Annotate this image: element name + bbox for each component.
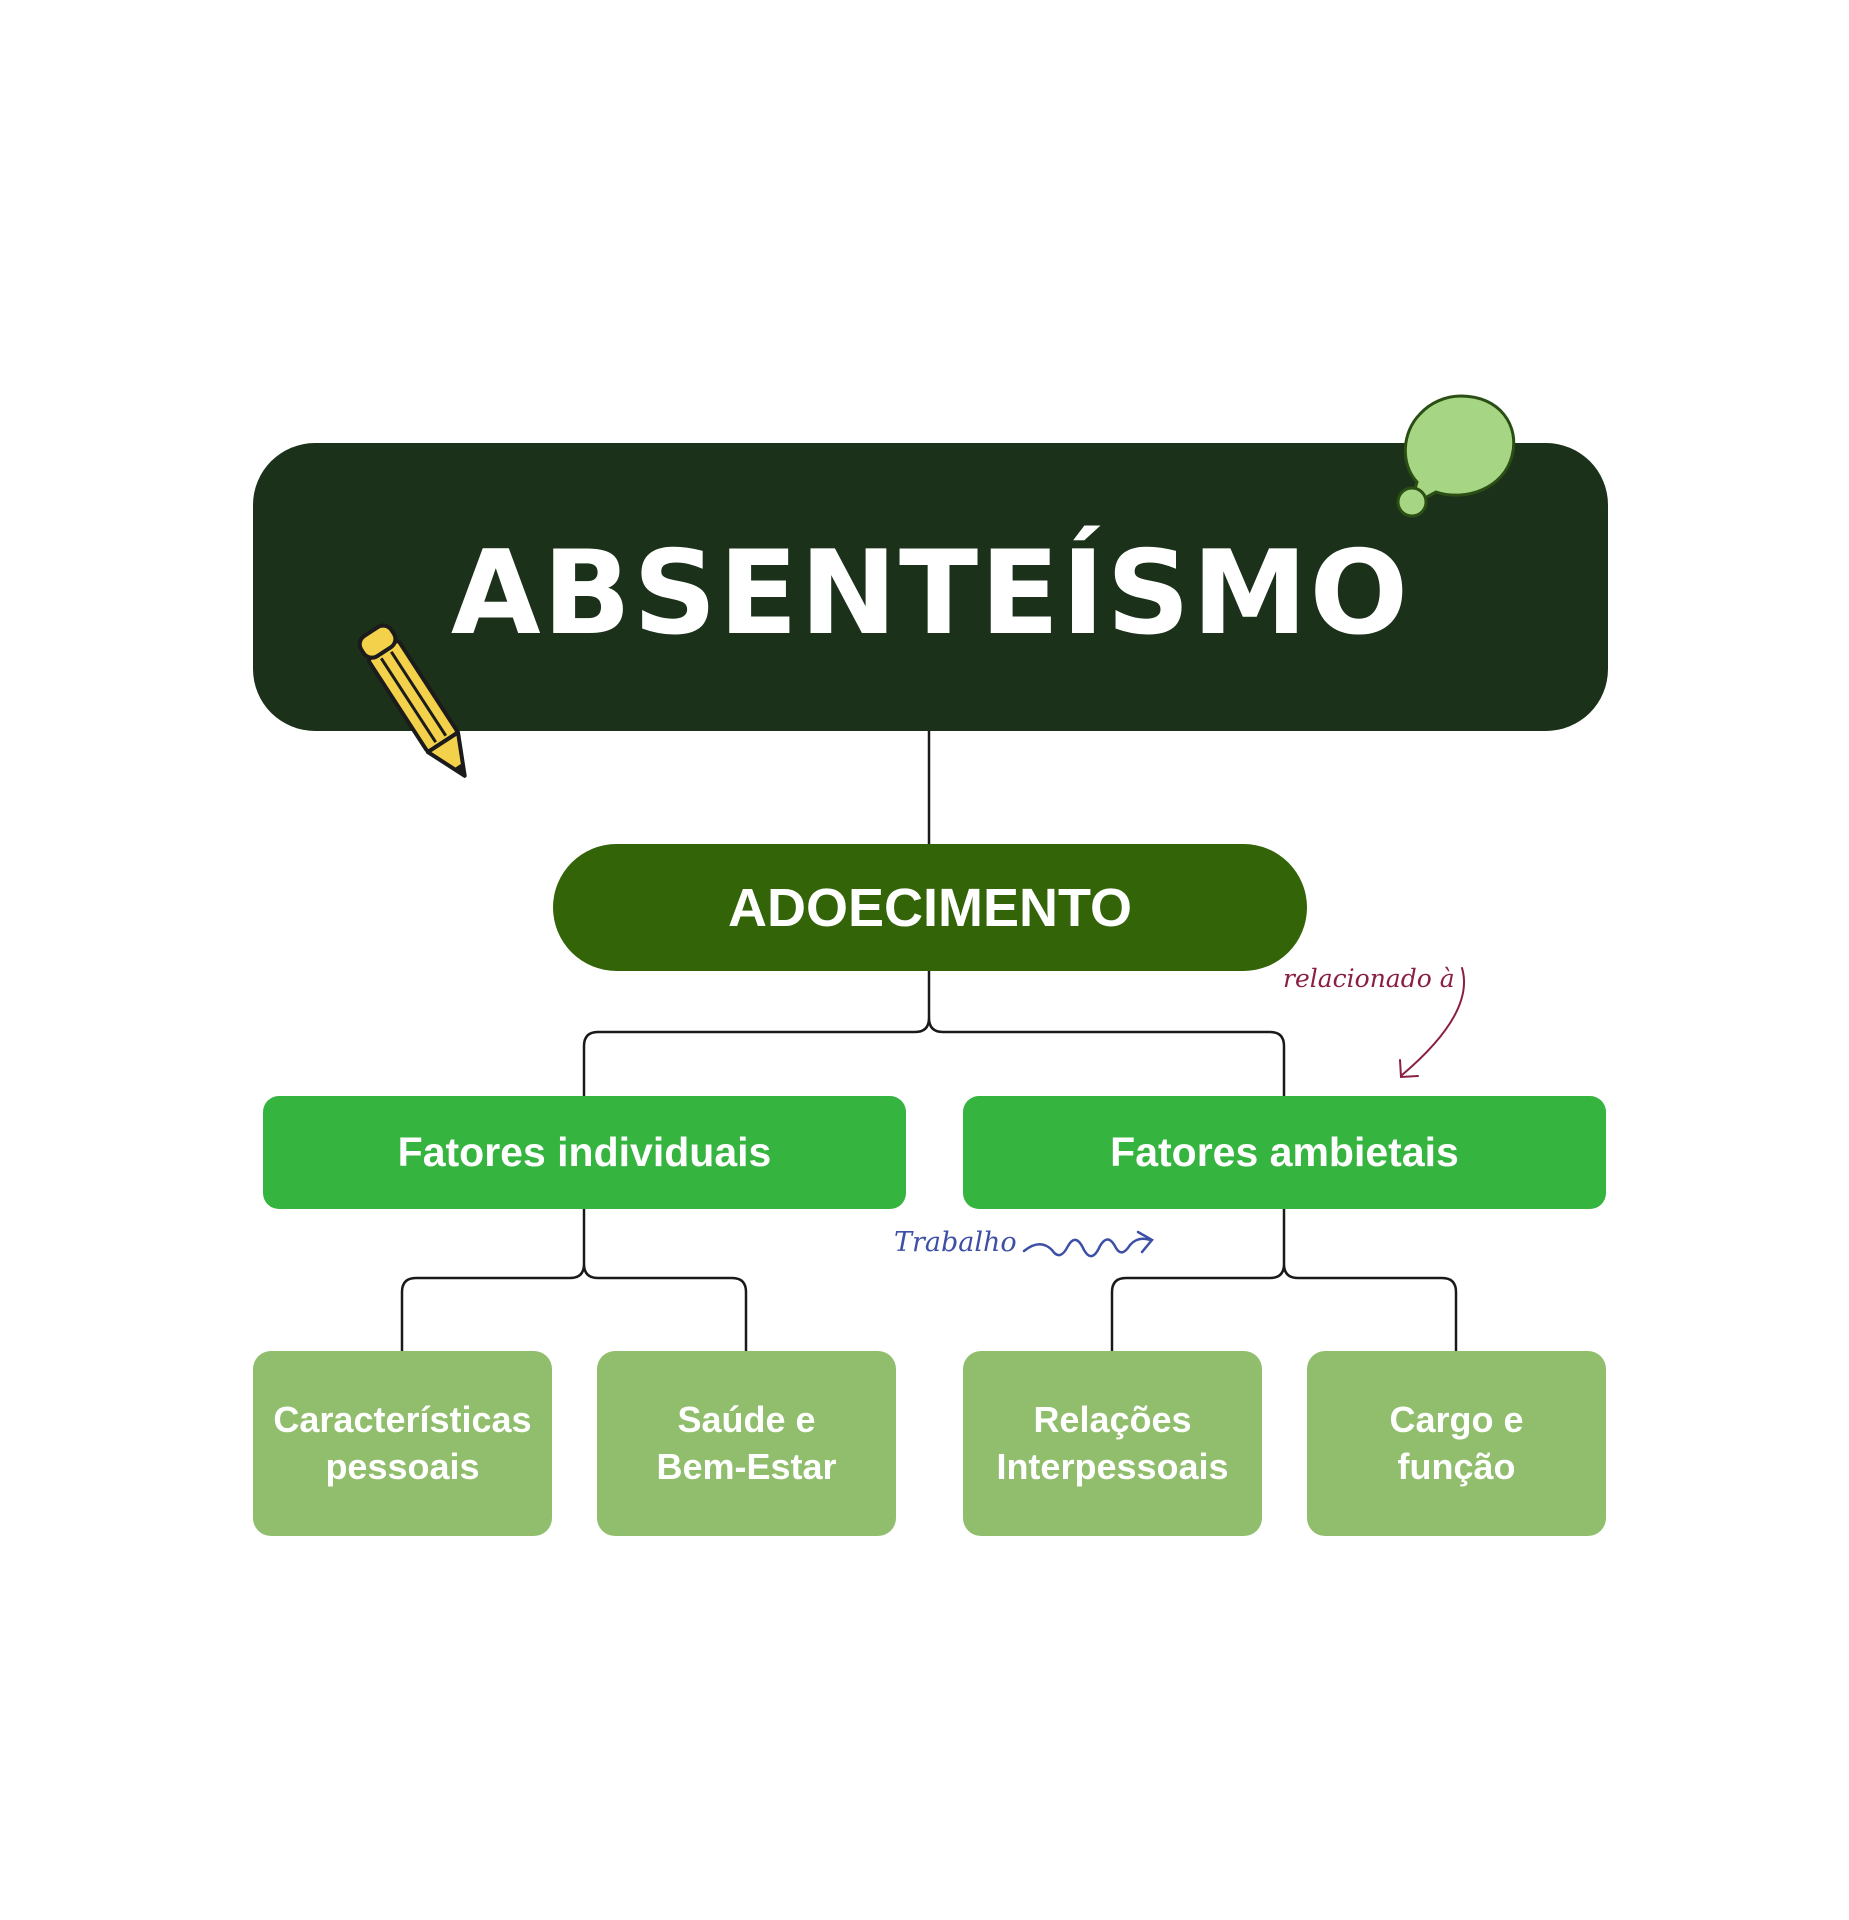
leaf-caracteristicas: Características pessoais	[253, 1351, 552, 1536]
category-ambiental: Fatores ambietais	[963, 1096, 1606, 1209]
squiggle-arrow-icon	[1022, 1230, 1154, 1258]
leaf-label: Saúde e Bem-Estar	[656, 1398, 837, 1487]
connector-center-categories	[582, 971, 1286, 1096]
leaf-saude: Saúde e Bem-Estar	[597, 1351, 896, 1536]
leaf-relacoes: Relações Interpessoais	[963, 1351, 1262, 1536]
center-node: ADOECIMENTO	[553, 844, 1307, 971]
category-label: Fatores ambietais	[1110, 1129, 1459, 1175]
page-title: ABSENTEÍSMO	[450, 525, 1411, 661]
category-individual: Fatores individuais	[263, 1096, 906, 1209]
center-node-label: ADOECIMENTO	[727, 877, 1133, 938]
pencil-icon	[357, 623, 467, 778]
leaf-cargo: Cargo e função	[1307, 1351, 1606, 1536]
curved-arrow-icon	[1399, 967, 1466, 1079]
annotation-trabalho: Trabalho	[894, 1227, 1017, 1258]
category-label: Fatores individuais	[397, 1129, 772, 1175]
leaf-label: Características pessoais	[273, 1398, 532, 1487]
leaf-label: Relações Interpessoais	[996, 1398, 1229, 1487]
connector-ambiental-leaves	[1110, 1209, 1458, 1351]
annotation-relacionado: relacionado à	[1283, 964, 1455, 993]
connector-individual-leaves	[400, 1209, 748, 1351]
leaf-label: Cargo e função	[1389, 1398, 1524, 1487]
title-box: ABSENTEÍSMO	[253, 443, 1608, 731]
thought-bubble-icon	[1396, 394, 1516, 518]
